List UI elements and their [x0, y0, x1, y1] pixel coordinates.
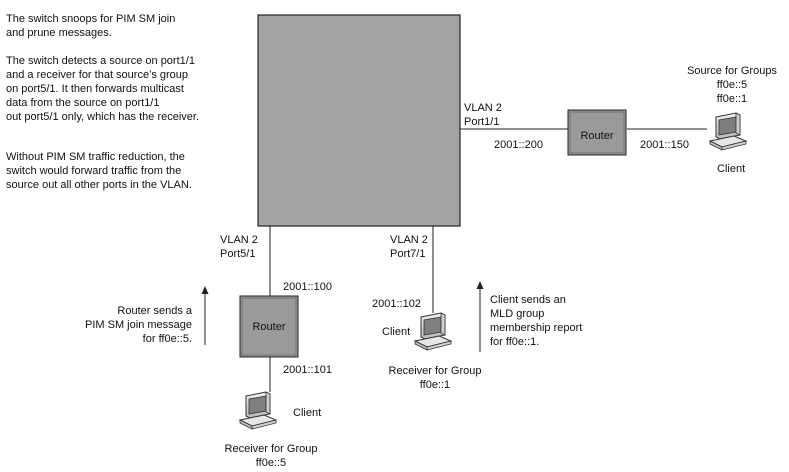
left-receiver-title: Receiver for Group — [224, 443, 318, 455]
middle-client-address: 2001::102 — [372, 298, 421, 310]
right-router-address: 2001::150 — [640, 139, 689, 151]
source-group-2: ff0e::1 — [716, 93, 748, 105]
right-vlan-label: VLAN 2 — [464, 102, 502, 114]
middle-receiver-title: Receiver for Group — [388, 365, 482, 377]
left-arrow-note-line-1: Router sends a — [117, 305, 192, 317]
left-vlan-label: VLAN 2 — [220, 234, 258, 246]
left-arrow-note-line-2: PIM SM join message — [85, 319, 192, 331]
middle-client-computer-icon — [414, 312, 452, 351]
source-client-computer-icon — [709, 112, 747, 151]
middle-arrow-note-line-2: MLD group — [490, 308, 545, 320]
source-group-1: ff0e::5 — [716, 79, 748, 91]
middle-report-arrow-icon — [476, 281, 484, 352]
right-switch-address: 2001::200 — [494, 139, 543, 151]
note-forwarding: The switch detects a source on port1/1 a… — [6, 55, 200, 123]
middle-client-label: Client — [382, 326, 411, 338]
note-snooping: The switch snoops for PIM SM join and pr… — [6, 13, 176, 39]
switch-box — [257, 14, 461, 227]
router-left-box — [239, 295, 299, 358]
left-router-address-top: 2001::100 — [283, 281, 332, 293]
router-right-label: Router — [580, 130, 614, 142]
left-arrow-note-line-3: for ff0e::5. — [142, 333, 192, 345]
source-title: Source for Groups — [687, 65, 777, 77]
left-client-label: Client — [293, 407, 322, 419]
middle-port-label: Port7/1 — [390, 248, 426, 260]
middle-arrow-note-line-3: membership report — [490, 322, 583, 334]
middle-arrow-note-line-4: for ff0e::1. — [490, 336, 540, 348]
middle-arrow-note-line-1: Client sends an — [490, 294, 566, 306]
router-right-box — [567, 109, 627, 156]
left-port-label: Port5/1 — [220, 248, 256, 260]
router-left-label: Router — [252, 321, 286, 333]
left-client-computer-icon — [239, 391, 277, 430]
middle-vlan-label: VLAN 2 — [390, 234, 428, 246]
left-join-arrow-icon — [201, 286, 209, 345]
right-port-label: Port1/1 — [464, 116, 500, 128]
note-without-reduction: Without PIM SM traffic reduction, the sw… — [6, 151, 192, 191]
left-receiver-group: ff0e::5 — [255, 457, 287, 469]
left-router-address-bottom: 2001::101 — [283, 364, 332, 376]
middle-receiver-group: ff0e::1 — [419, 379, 451, 391]
source-client-label: Client — [717, 163, 746, 175]
